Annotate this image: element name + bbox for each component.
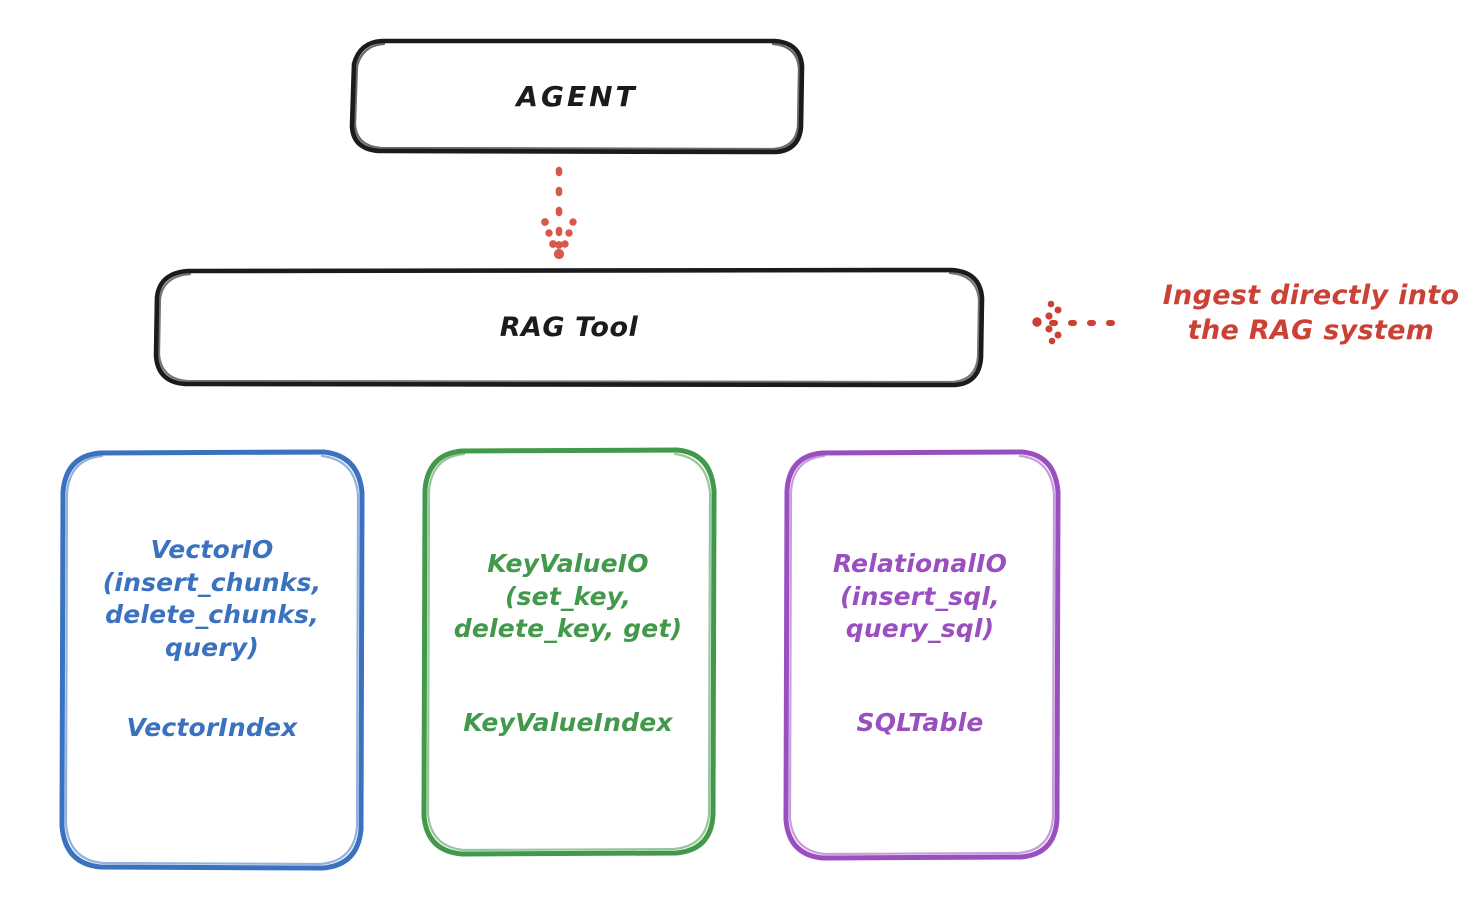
rag-tool-node[interactable]: [156, 270, 982, 385]
annotation-dotted-arrow: [1032, 300, 1131, 345]
vector-io-card-outline: [59, 449, 365, 871]
key-value-io-node[interactable]: [424, 450, 714, 854]
agent-box-outline: [349, 38, 805, 155]
agent-to-rag-dotted-arrow: [541, 166, 577, 260]
rag-tool-box-outline: [153, 267, 985, 388]
key-value-io-card-outline: [421, 447, 717, 857]
agent-node[interactable]: [352, 40, 802, 152]
relational-io-node[interactable]: [786, 452, 1058, 858]
relational-io-card-outline: [783, 449, 1061, 861]
vector-io-node[interactable]: [62, 452, 362, 868]
